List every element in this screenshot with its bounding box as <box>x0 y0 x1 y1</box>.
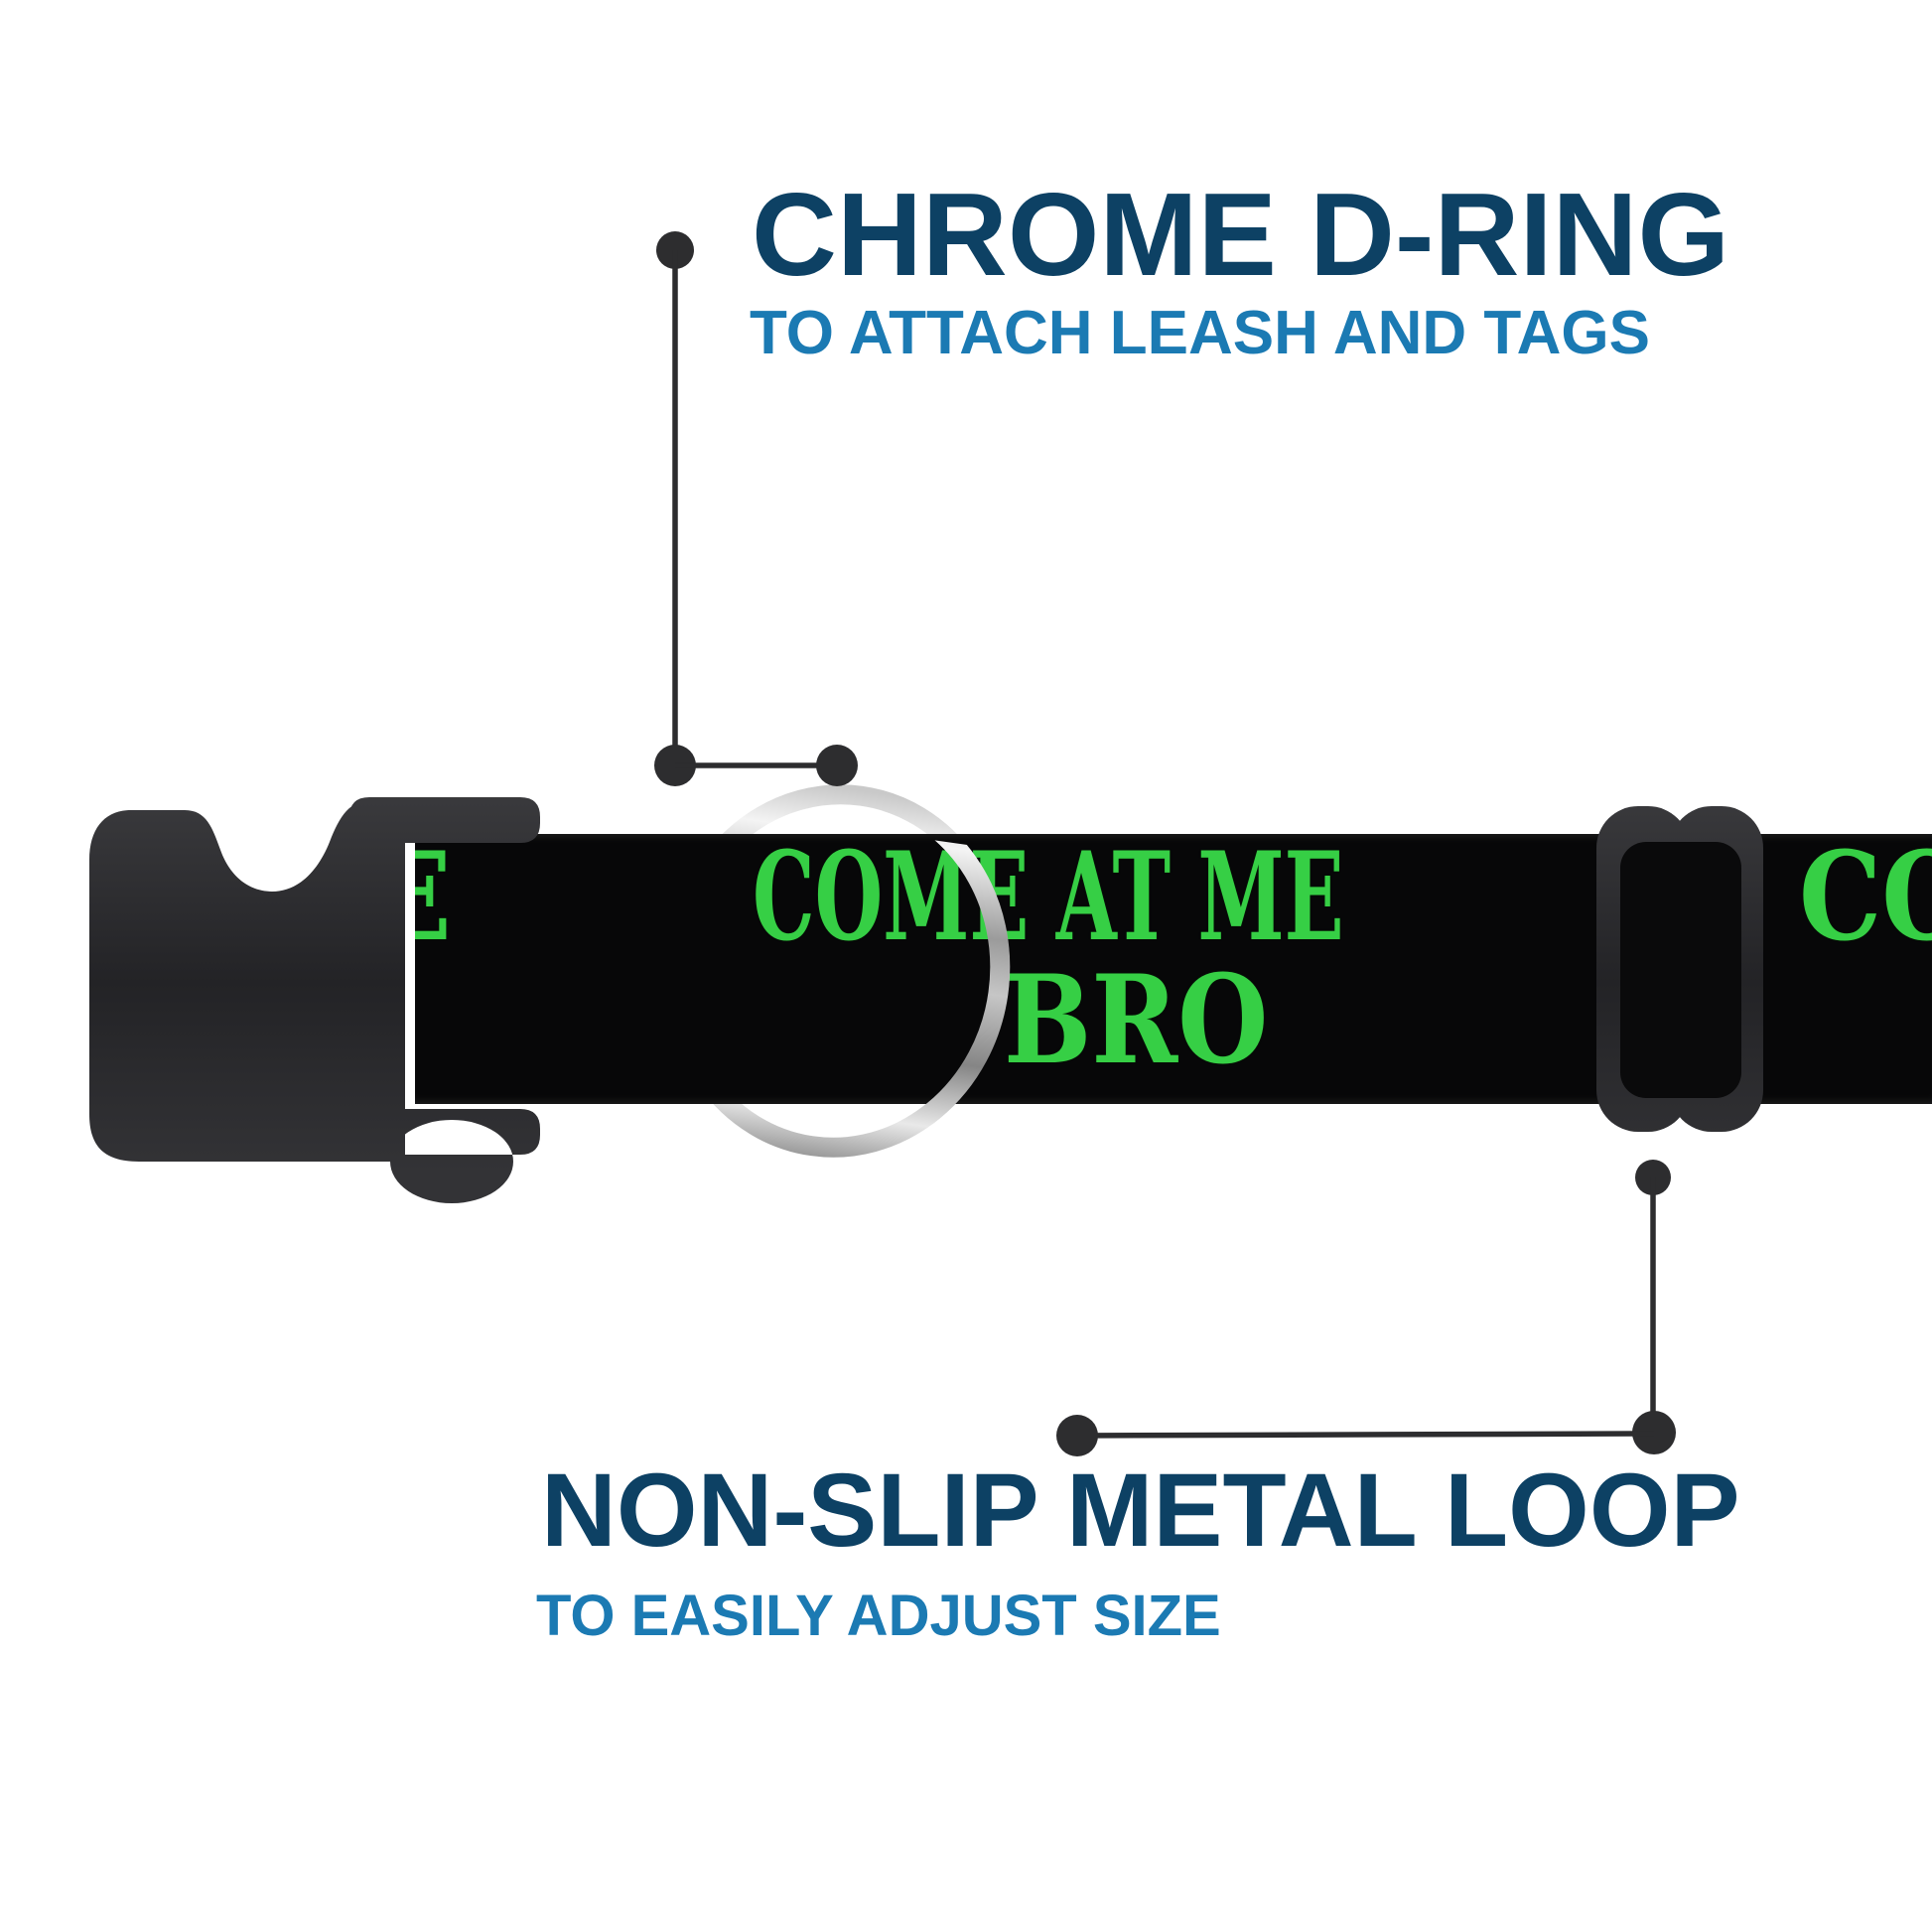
bottom-callout-dot-corner <box>1632 1411 1676 1454</box>
top-callout-connector <box>654 231 858 786</box>
dring-callout-title: CHROME D-RING <box>752 176 1729 294</box>
bottom-callout-connector <box>1056 1160 1676 1456</box>
strap-pattern-line1: COME AT ME <box>753 834 1344 969</box>
strap-pattern-partial-left: E <box>415 837 452 959</box>
loop-callout-subtitle: TO EASILY ADJUST SIZE <box>536 1587 1221 1645</box>
loop-callout-title-text: NON-SLIP METAL LOOP <box>541 1452 1740 1569</box>
dring-callout-subtitle-text: TO ATTACH LEASH AND TAGS <box>750 299 1650 367</box>
tri-glide-slider <box>1596 806 1763 1132</box>
d-ring-front <box>826 830 1011 1141</box>
loop-callout-title: NON-SLIP METAL LOOP <box>541 1458 1740 1563</box>
dring-callout-title-text: CHROME D-RING <box>752 169 1730 301</box>
top-callout-dot-target <box>816 745 858 786</box>
loop-callout-subtitle-text: TO EASILY ADJUST SIZE <box>536 1584 1221 1648</box>
strap-pattern-partial-right: CO <box>1799 834 1932 969</box>
slider-opening <box>1620 842 1741 1098</box>
strap-pattern-line2: BRO <box>1004 949 1269 1092</box>
buckle <box>89 797 540 1203</box>
dring-callout-subtitle: TO ATTACH LEASH AND TAGS <box>750 303 1650 364</box>
bottom-callout-dot-label <box>1056 1415 1098 1456</box>
